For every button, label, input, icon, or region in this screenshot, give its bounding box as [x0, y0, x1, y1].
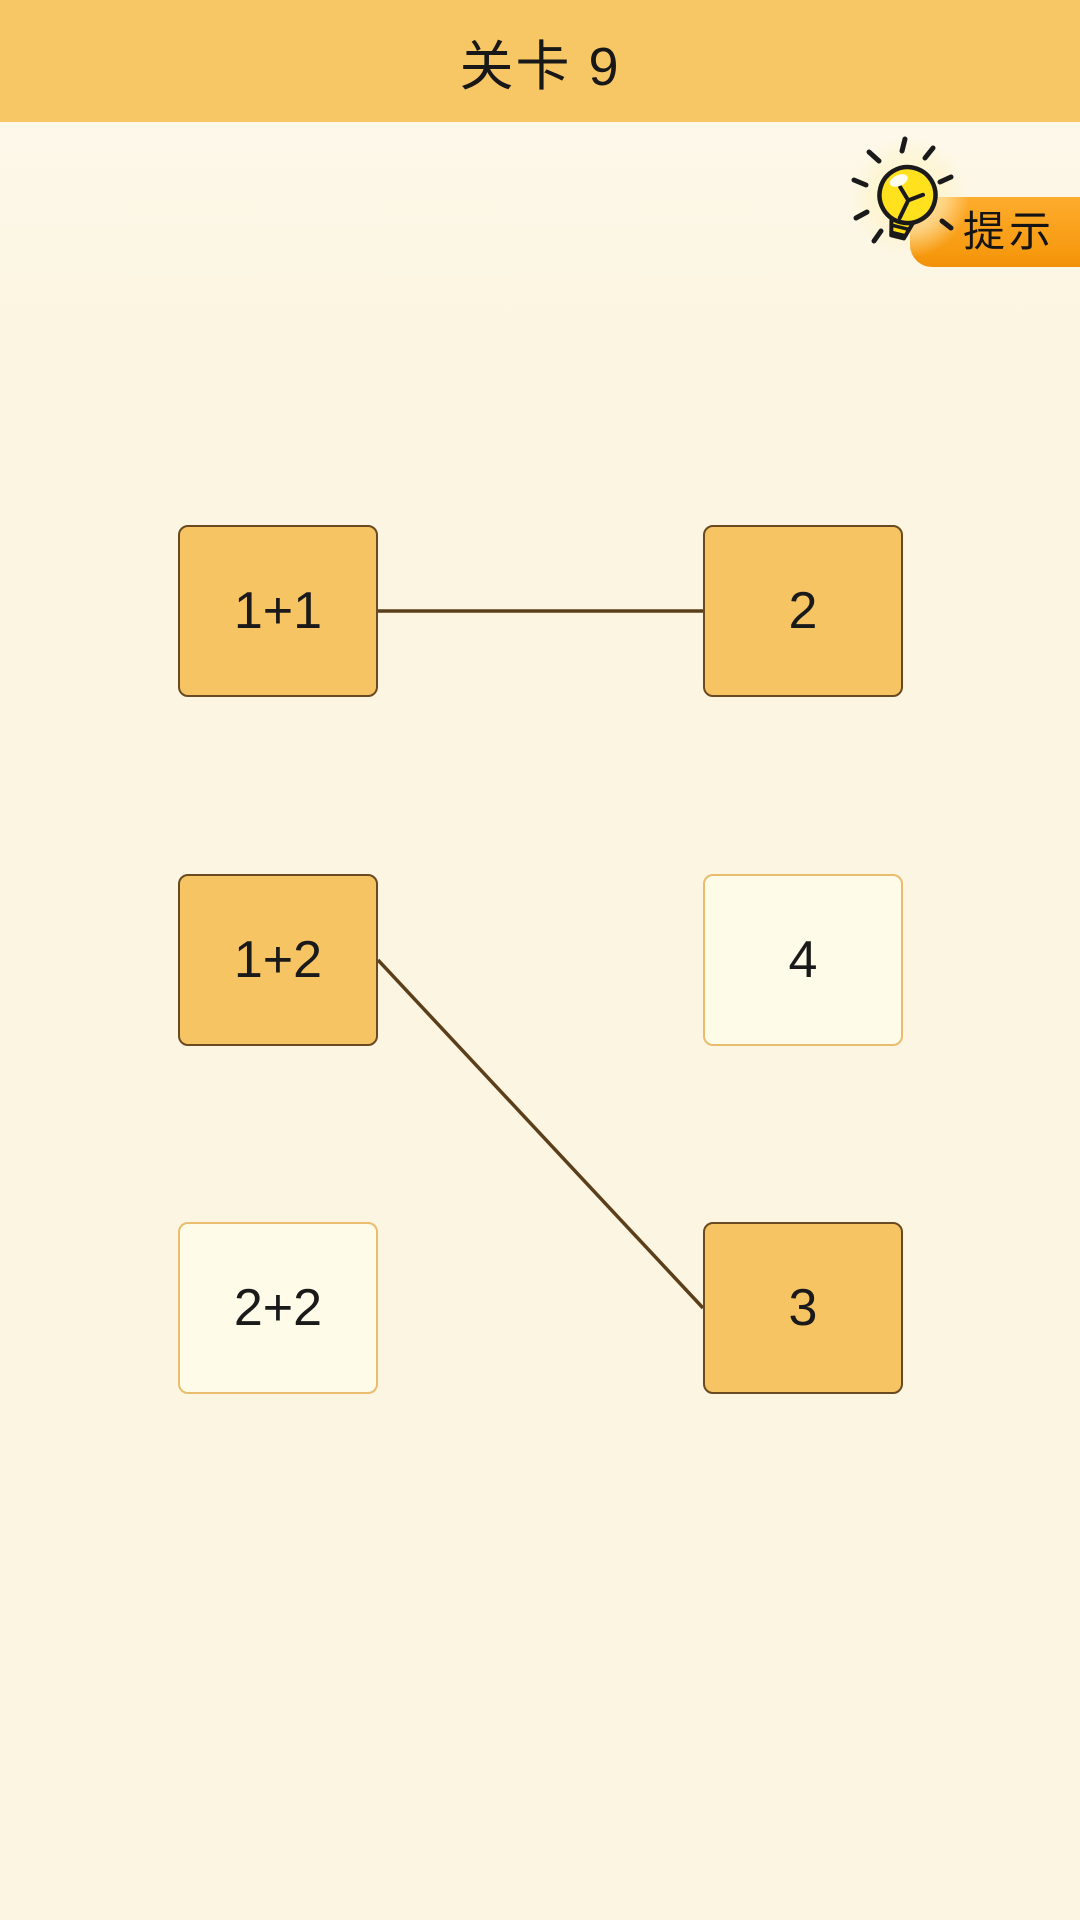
match-card-answer[interactable]: 2 [703, 525, 903, 697]
level-title: 关卡 9 [459, 36, 621, 97]
match-card-answer[interactable]: 4 [703, 874, 903, 1046]
card-label: 3 [788, 1279, 818, 1337]
card-label: 2+2 [233, 1279, 323, 1337]
match-card-expression[interactable]: 1+1 [178, 525, 378, 697]
card-label: 2 [788, 582, 818, 640]
match-card-expression[interactable]: 1+2 [178, 874, 378, 1046]
hint-label: 提示 [962, 208, 1055, 255]
hint-button[interactable]: 提示 [910, 197, 1080, 267]
connection-line [376, 958, 705, 1310]
match-card-expression[interactable]: 2+2 [178, 1222, 378, 1394]
card-label: 1+1 [233, 582, 323, 640]
card-label: 1+2 [233, 931, 323, 989]
header-bar: 关卡 9 [0, 0, 1080, 122]
card-label: 4 [788, 931, 818, 989]
match-card-answer[interactable]: 3 [703, 1222, 903, 1394]
